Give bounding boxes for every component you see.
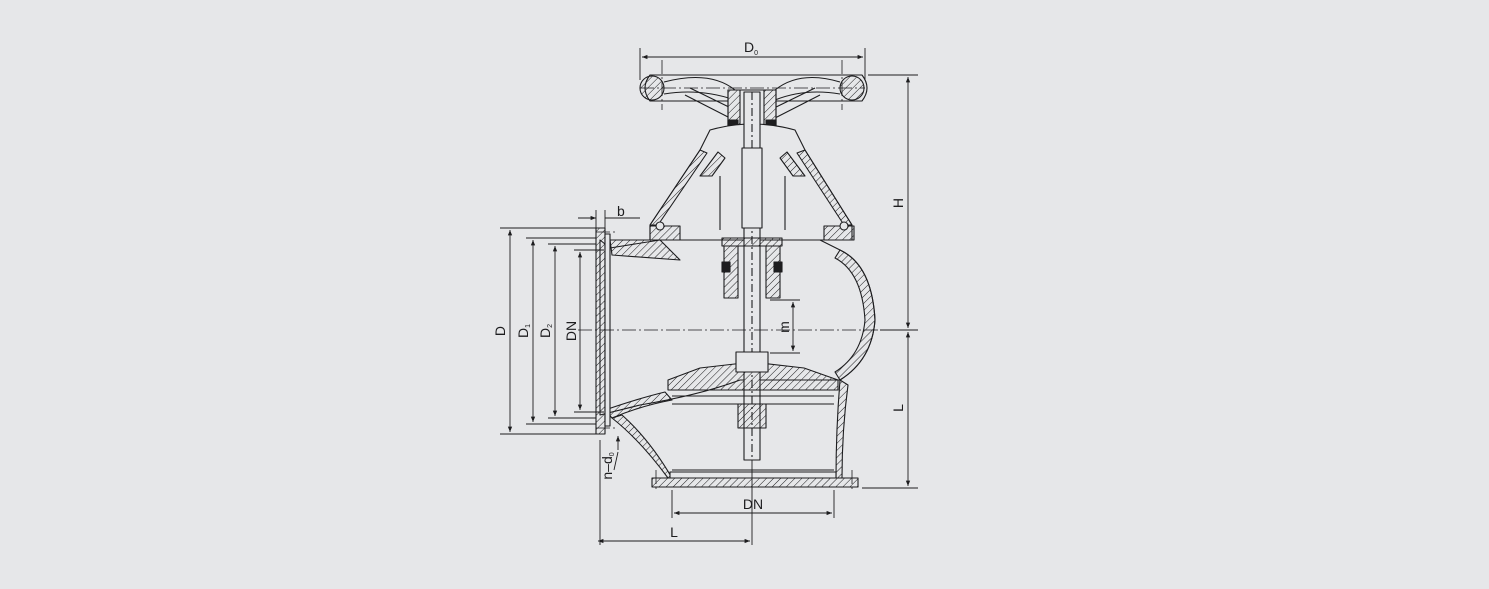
label-nd0: n–d0: [599, 452, 616, 479]
label-m: m: [776, 321, 792, 333]
outlet-flange: [651, 471, 859, 488]
label-d1: D1: [515, 324, 532, 338]
label-dn-bottom: DN: [743, 496, 763, 512]
valve-disc: [667, 351, 839, 471]
label-d2: D2: [537, 324, 554, 338]
label-l-right: L: [890, 404, 906, 412]
label-h: H: [890, 198, 906, 208]
label-dn-side: DN: [563, 321, 579, 341]
label-d0: D0: [744, 39, 758, 57]
center-lines: [578, 60, 880, 492]
label-b: b: [617, 203, 625, 219]
inlet-flange: [595, 227, 611, 435]
label-d: D: [492, 326, 508, 336]
dimension-labels: D0 b H L D D1 D2 DN m n–d0 DN L: [492, 39, 906, 540]
label-l-bottom: L: [670, 524, 678, 540]
dimension-lines: [500, 48, 918, 545]
gland-packing: [721, 237, 783, 299]
